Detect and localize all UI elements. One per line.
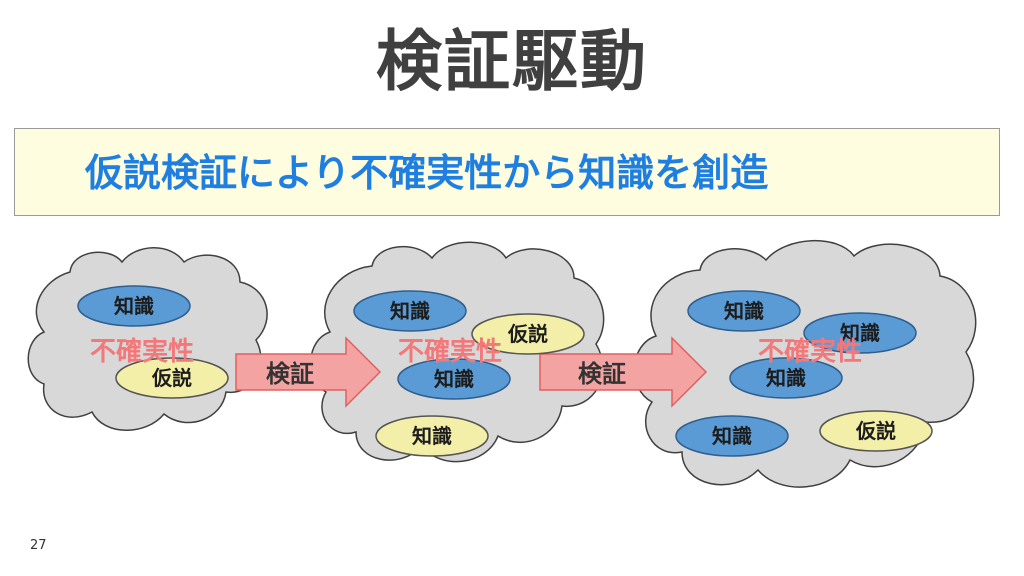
hypothesis-ellipse: 知識 (375, 415, 489, 457)
hypothesis-label: 知識 (412, 424, 452, 448)
knowledge-label: 知識 (766, 366, 806, 390)
knowledge-ellipse-shape (803, 312, 917, 354)
knowledge-ellipse-shape (675, 415, 789, 457)
knowledge-ellipse: 知識 (729, 357, 843, 399)
hypothesis-ellipse: 仮説 (819, 410, 933, 452)
knowledge-ellipse: 知識 (353, 290, 467, 332)
knowledge-label: 知識 (434, 367, 474, 391)
knowledge-ellipse-shape (77, 285, 191, 327)
arrow-shape-2 (539, 336, 708, 408)
knowledge-label: 知識 (390, 299, 430, 323)
uncertainty-label-1: 不確実性 (90, 336, 194, 367)
uncertainty-label-2: 不確実性 (398, 336, 502, 367)
hypothesis-label: 仮説 (855, 419, 896, 443)
page-number: 27 (30, 538, 47, 553)
arrow-verification-2: 検証 (539, 336, 708, 408)
knowledge-ellipse-shape (687, 290, 801, 332)
subtitle-part-2: 不確実性から知識を創造 (350, 151, 769, 195)
hypothesis-ellipse: 仮説 (471, 313, 585, 355)
arrow-label-2: 検証 (578, 360, 626, 388)
knowledge-label: 知識 (712, 424, 752, 448)
hypothesis-ellipse-shape (819, 410, 933, 452)
arrow-label-1: 検証 (266, 360, 314, 388)
hypothesis-label: 仮説 (507, 322, 548, 346)
knowledge-ellipse: 知識 (803, 312, 917, 354)
knowledge-ellipse: 知識 (397, 358, 511, 400)
knowledge-label: 知識 (724, 299, 764, 323)
knowledge-ellipse-shape (729, 357, 843, 399)
knowledge-ellipse-shape (353, 290, 467, 332)
knowledge-label: 知識 (840, 321, 880, 345)
hypothesis-ellipse: 仮説 (115, 357, 229, 399)
knowledge-ellipse: 知識 (687, 290, 801, 332)
hypothesis-ellipse-shape (115, 357, 229, 399)
knowledge-ellipse: 知識 (675, 415, 789, 457)
subtitle-part-1: 仮説検証により (85, 151, 351, 195)
arrow-verification-1: 検証 (235, 336, 382, 408)
hypothesis-label: 仮説 (151, 366, 192, 390)
knowledge-label: 知識 (114, 294, 154, 318)
hypothesis-ellipse-shape (471, 313, 585, 355)
subtitle-box: 仮説検証により不確実性から知識を創造 (14, 128, 1000, 216)
knowledge-ellipse: 知識 (77, 285, 191, 327)
hypothesis-ellipse-shape (375, 415, 489, 457)
arrow-shape-1 (235, 336, 382, 408)
knowledge-ellipse-shape (397, 358, 511, 400)
subtitle: 仮説検証により不確実性から知識を創造 (85, 147, 768, 199)
slide-title: 検証駆動 (376, 23, 648, 100)
uncertainty-label-3: 不確実性 (758, 336, 862, 367)
